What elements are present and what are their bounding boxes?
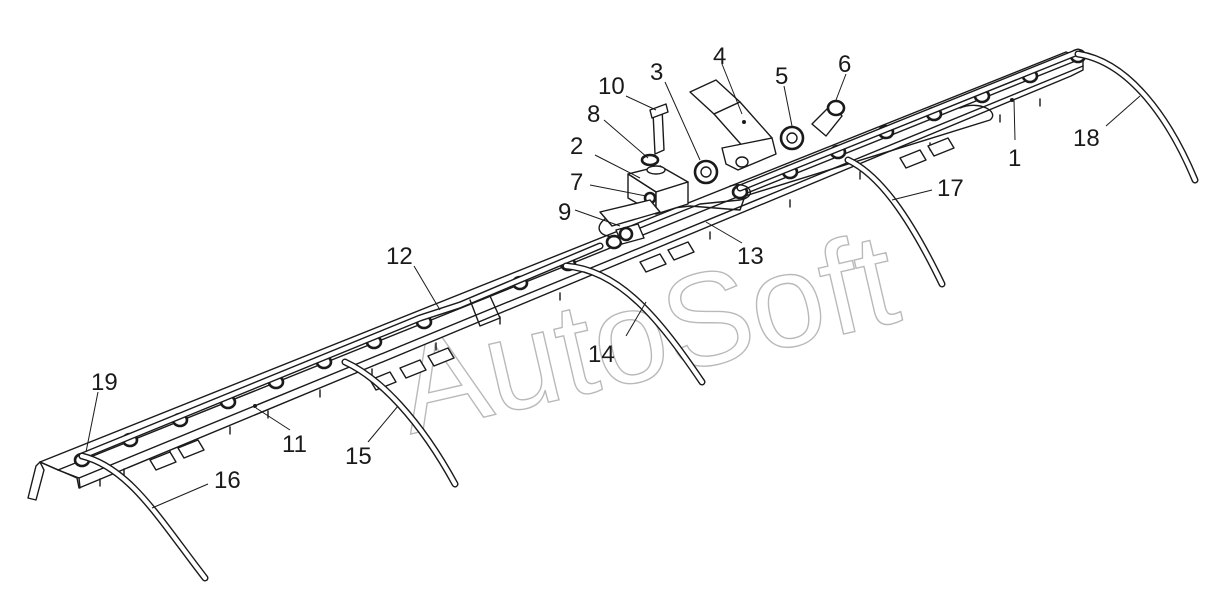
callout-12: 12 (386, 243, 413, 270)
callout-15: 15 (345, 443, 372, 470)
callout-10: 10 (598, 73, 625, 100)
callout-7: 7 (570, 169, 583, 196)
callout-6: 6 (838, 51, 851, 78)
callout-19: 19 (91, 369, 118, 396)
leader-lines (85, 63, 1141, 509)
callout-5: 5 (775, 63, 788, 90)
boom-hoses (78, 50, 1199, 582)
callout-3: 3 (650, 59, 663, 86)
callout-2: 2 (570, 133, 583, 160)
boom-rail (27, 51, 1084, 501)
callout-4: 4 (713, 43, 726, 70)
valve-body (689, 79, 777, 171)
distributor-block (599, 103, 689, 245)
callout-11: 11 (282, 431, 307, 458)
callout-labels: 1 2 3 4 5 6 7 8 9 10 11 12 13 14 15 16 1… (91, 43, 1100, 494)
callout-9: 9 (558, 199, 571, 226)
fittings (693, 99, 846, 185)
callout-13: 13 (737, 243, 764, 270)
callout-18: 18 (1073, 125, 1100, 152)
callout-16: 16 (214, 467, 241, 494)
callout-14: 14 (588, 341, 615, 368)
supply-tubes (78, 48, 1082, 460)
callout-17: 17 (937, 175, 964, 202)
callout-1: 1 (1008, 145, 1021, 172)
callout-8: 8 (587, 101, 600, 128)
